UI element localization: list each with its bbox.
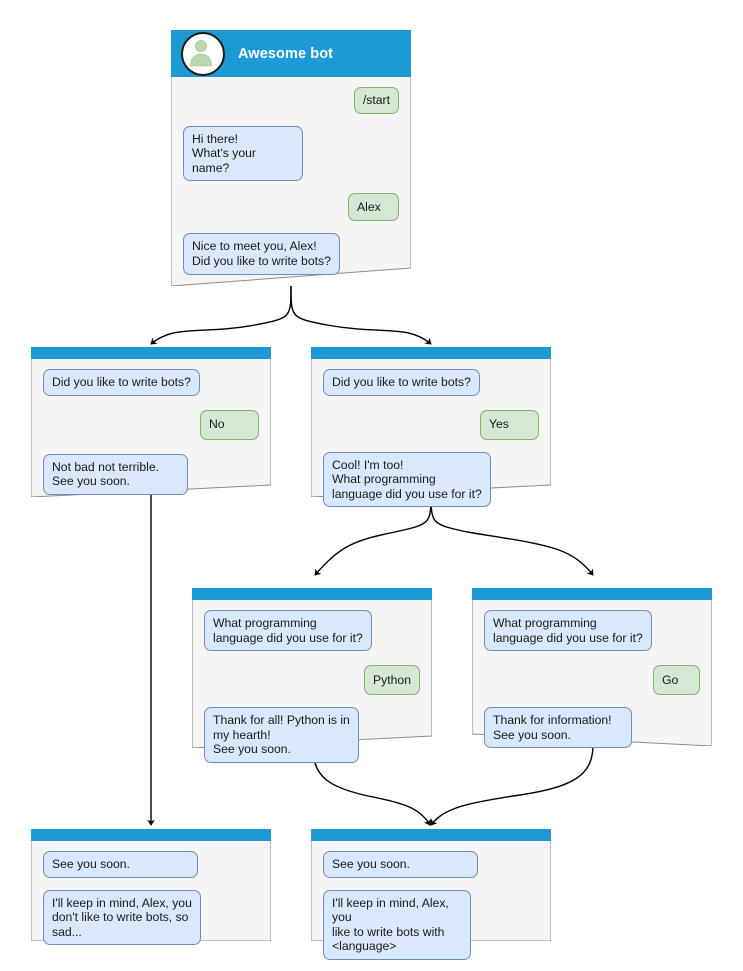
chat-node-language-python[interactable]: What programming language did you use fo… bbox=[192, 588, 432, 763]
message-row: I'll keep in mind, Alex, you like to wri… bbox=[323, 889, 539, 960]
message-row: See you soon. bbox=[323, 851, 539, 878]
chat-body: See you soon. I'll keep in mind, Alex, y… bbox=[31, 841, 271, 946]
user-message[interactable]: /start bbox=[353, 87, 399, 114]
node-header bbox=[472, 588, 712, 600]
bot-message[interactable]: Cool! I'm too! What programming language… bbox=[323, 451, 491, 508]
bot-message[interactable]: What programming language did you use fo… bbox=[204, 610, 372, 652]
message-row: Not bad not terrible. See you soon. bbox=[43, 453, 259, 495]
bot-message[interactable]: Hi there! What's your name? bbox=[183, 125, 303, 182]
edge-start-to-yes bbox=[290, 285, 432, 345]
bot-message[interactable]: Thank for information! See you soon. bbox=[484, 707, 632, 749]
user-message[interactable]: Alex bbox=[348, 193, 399, 222]
message-row: Thank for information! See you soon. bbox=[484, 707, 700, 749]
bot-message[interactable]: See you soon. bbox=[323, 851, 478, 878]
node-header bbox=[31, 347, 271, 359]
node-header bbox=[311, 347, 551, 359]
bot-message[interactable]: Thank for all! Python is in my hearth! S… bbox=[204, 707, 359, 763]
message-row: Cool! I'm too! What programming language… bbox=[323, 451, 539, 508]
bot-avatar-icon bbox=[181, 31, 225, 76]
chat-node-answer-yes[interactable]: Did you like to write bots? Yes Cool! I'… bbox=[311, 347, 551, 508]
chat-node-farewell-happy[interactable]: See you soon. I'll keep in mind, Alex, y… bbox=[311, 829, 551, 960]
chat-body: /start Hi there! What's your name? Alex … bbox=[171, 77, 411, 286]
chat-body: Did you like to write bots? No Not bad n… bbox=[31, 359, 271, 497]
message-row: Did you like to write bots? bbox=[43, 369, 259, 396]
bot-message[interactable]: I'll keep in mind, Alex, you don't like … bbox=[43, 889, 201, 946]
bot-message[interactable]: Not bad not terrible. See you soon. bbox=[43, 453, 188, 495]
user-message[interactable]: Python bbox=[364, 665, 420, 696]
node-header bbox=[311, 829, 551, 841]
chat-body: What programming language did you use fo… bbox=[472, 600, 712, 749]
message-row: /start bbox=[183, 87, 399, 114]
node-header: Awesome bot bbox=[171, 30, 411, 77]
message-row: Did you like to write bots? bbox=[323, 369, 539, 396]
user-message[interactable]: Go bbox=[653, 665, 700, 696]
message-row: I'll keep in mind, Alex, you don't like … bbox=[43, 889, 259, 946]
chat-body: See you soon. I'll keep in mind, Alex, y… bbox=[311, 841, 551, 960]
chat-body: Did you like to write bots? Yes Cool! I'… bbox=[311, 359, 551, 508]
chat-node-start[interactable]: Awesome bot /start Hi there! What's your… bbox=[171, 30, 411, 286]
edge-go-to-farewell-happy bbox=[430, 744, 594, 826]
message-row: Yes bbox=[323, 409, 539, 440]
node-header bbox=[31, 829, 271, 841]
user-message[interactable]: Yes bbox=[480, 409, 539, 440]
message-row: Go bbox=[484, 665, 700, 696]
edge-start-to-no bbox=[150, 285, 292, 345]
message-row: Alex bbox=[183, 193, 399, 222]
bot-message[interactable]: Did you like to write bots? bbox=[43, 369, 200, 396]
bot-message[interactable]: Nice to meet you, Alex! Did you like to … bbox=[183, 233, 340, 275]
chat-node-farewell-sad[interactable]: See you soon. I'll keep in mind, Alex, y… bbox=[31, 829, 271, 946]
message-row: Thank for all! Python is in my hearth! S… bbox=[204, 707, 420, 763]
node-header bbox=[192, 588, 432, 600]
node-title: Awesome bot bbox=[238, 45, 334, 62]
message-row: Python bbox=[204, 665, 420, 696]
bot-message[interactable]: Did you like to write bots? bbox=[323, 369, 480, 396]
message-row: See you soon. bbox=[43, 851, 259, 878]
chat-node-language-go[interactable]: What programming language did you use fo… bbox=[472, 588, 712, 749]
message-row: Nice to meet you, Alex! Did you like to … bbox=[183, 233, 399, 275]
bot-message[interactable]: I'll keep in mind, Alex, you like to wri… bbox=[323, 889, 471, 960]
message-row: What programming language did you use fo… bbox=[484, 610, 700, 652]
chat-node-answer-no[interactable]: Did you like to write bots? No Not bad n… bbox=[31, 347, 271, 497]
message-row: Hi there! What's your name? bbox=[183, 125, 399, 182]
chat-body: What programming language did you use fo… bbox=[192, 600, 432, 763]
bot-message[interactable]: See you soon. bbox=[43, 851, 198, 878]
user-message[interactable]: No bbox=[200, 409, 259, 440]
message-row: What programming language did you use fo… bbox=[204, 610, 420, 652]
message-row: No bbox=[43, 409, 259, 440]
bot-message[interactable]: What programming language did you use fo… bbox=[484, 610, 652, 652]
